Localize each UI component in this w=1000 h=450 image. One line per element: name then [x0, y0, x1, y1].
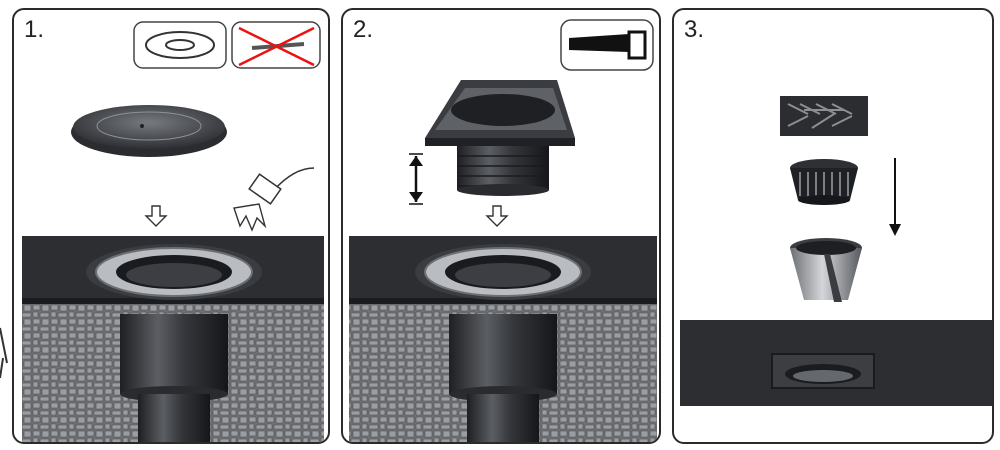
drain-flange: [86, 244, 262, 300]
step-1-panel: 1.: [12, 8, 330, 444]
step-2-number: 2.: [353, 16, 374, 43]
cover-disc: [71, 105, 227, 157]
step-2-illustration: [349, 19, 657, 442]
saw-icon-box: [560, 19, 654, 71]
drain-flange: [415, 244, 591, 300]
step-3-number: 3.: [684, 16, 705, 43]
step-2-panel: 2.: [341, 8, 661, 444]
drain-pipe: [449, 314, 557, 442]
drain-pipe: [120, 314, 228, 442]
step-1-illustration: [22, 21, 324, 442]
step-3-illustration: [680, 96, 992, 406]
odour-trap-cup: [790, 238, 862, 302]
insert-down-arrow-icon: [889, 158, 901, 236]
step-1-number: 1.: [24, 16, 45, 43]
down-arrow-icon: [144, 205, 168, 227]
square-frame-insert: [425, 80, 575, 196]
dirt-trap-basket: [790, 159, 858, 205]
crossed-tool-icon-box: [231, 21, 321, 69]
height-adjust-arrow-icon: [409, 153, 423, 205]
heat-tool-icon: [233, 167, 315, 232]
drain-grate: [780, 96, 868, 136]
down-arrow-icon: [485, 205, 509, 227]
finished-floor-slab: [680, 320, 992, 406]
edge-fragment: [0, 327, 8, 378]
disc-icon-box: [133, 21, 227, 69]
step-3-panel: 3.: [672, 8, 994, 444]
